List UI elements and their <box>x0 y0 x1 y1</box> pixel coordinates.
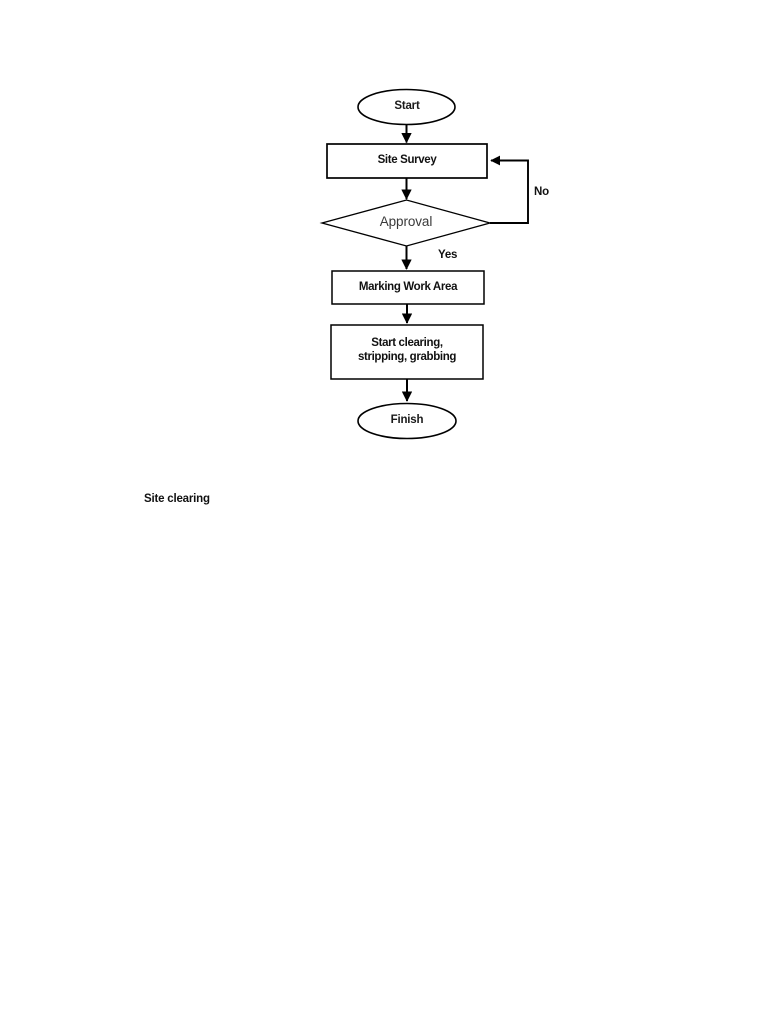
node-marking-work-area-shape <box>331 270 485 305</box>
edge-approval-no-line <box>490 155 529 224</box>
node-start-shape <box>357 88 456 126</box>
node-approval-shape <box>319 199 493 247</box>
edge-label-no: No <box>534 186 549 198</box>
node-start-clearing-shape <box>330 324 484 380</box>
diagram-caption: Site clearing <box>144 493 210 505</box>
edge-label-yes: Yes <box>438 249 458 261</box>
node-finish-shape <box>357 402 457 440</box>
node-site-survey-shape <box>326 143 488 179</box>
